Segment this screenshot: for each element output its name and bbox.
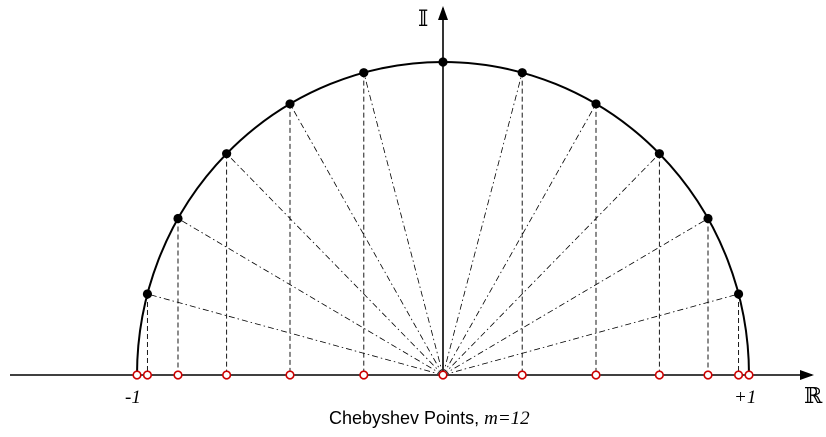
radial-line	[147, 293, 444, 376]
chebyshev-point	[142, 370, 153, 380]
chebyshev-points	[132, 370, 754, 380]
radial-line	[442, 72, 523, 376]
chebyshev-point	[703, 370, 713, 380]
circle-point	[517, 68, 527, 78]
chebyshev-point	[132, 370, 142, 380]
chebyshev-point	[438, 370, 448, 380]
circle-points	[142, 57, 744, 299]
radial-line	[289, 103, 444, 376]
circle-point	[733, 289, 744, 299]
right-endpoint-label: +1	[734, 387, 756, 408]
circle-point	[438, 57, 448, 67]
chebyshev-point	[517, 370, 527, 380]
radial-line	[363, 72, 444, 376]
chebyshev-point	[733, 370, 744, 380]
chebyshev-point	[222, 370, 232, 380]
radial-line	[177, 218, 444, 376]
real-axis-label: ℝ	[804, 384, 823, 409]
circle-point	[173, 213, 183, 224]
radial-line	[442, 153, 660, 376]
imaginary-axis-label: 𝕀	[418, 7, 428, 32]
left-endpoint-label: -1	[125, 387, 141, 408]
circle-point	[359, 68, 369, 78]
circle-point	[654, 149, 664, 159]
chebyshev-point	[359, 370, 369, 380]
chebyshev-point	[654, 370, 664, 380]
caption: Chebyshev Points, m=12	[329, 408, 530, 429]
circle-point	[142, 289, 153, 299]
caption-prefix: Chebyshev Points,	[329, 408, 484, 428]
radial-line	[442, 293, 739, 376]
radial-lines	[147, 72, 739, 376]
chebyshev-point	[591, 370, 601, 380]
circle-point	[285, 99, 295, 109]
radial-line	[442, 103, 597, 376]
chebyshev-point	[285, 370, 295, 380]
projection-lines	[146, 72, 740, 375]
circle-point	[591, 99, 601, 109]
caption-parameter: m=12	[484, 408, 530, 429]
radial-line	[442, 218, 709, 376]
circle-point	[703, 213, 713, 224]
chebyshev-point	[744, 370, 754, 380]
circle-point	[222, 149, 232, 159]
chebyshev-point	[173, 370, 183, 380]
radial-line	[226, 153, 444, 376]
